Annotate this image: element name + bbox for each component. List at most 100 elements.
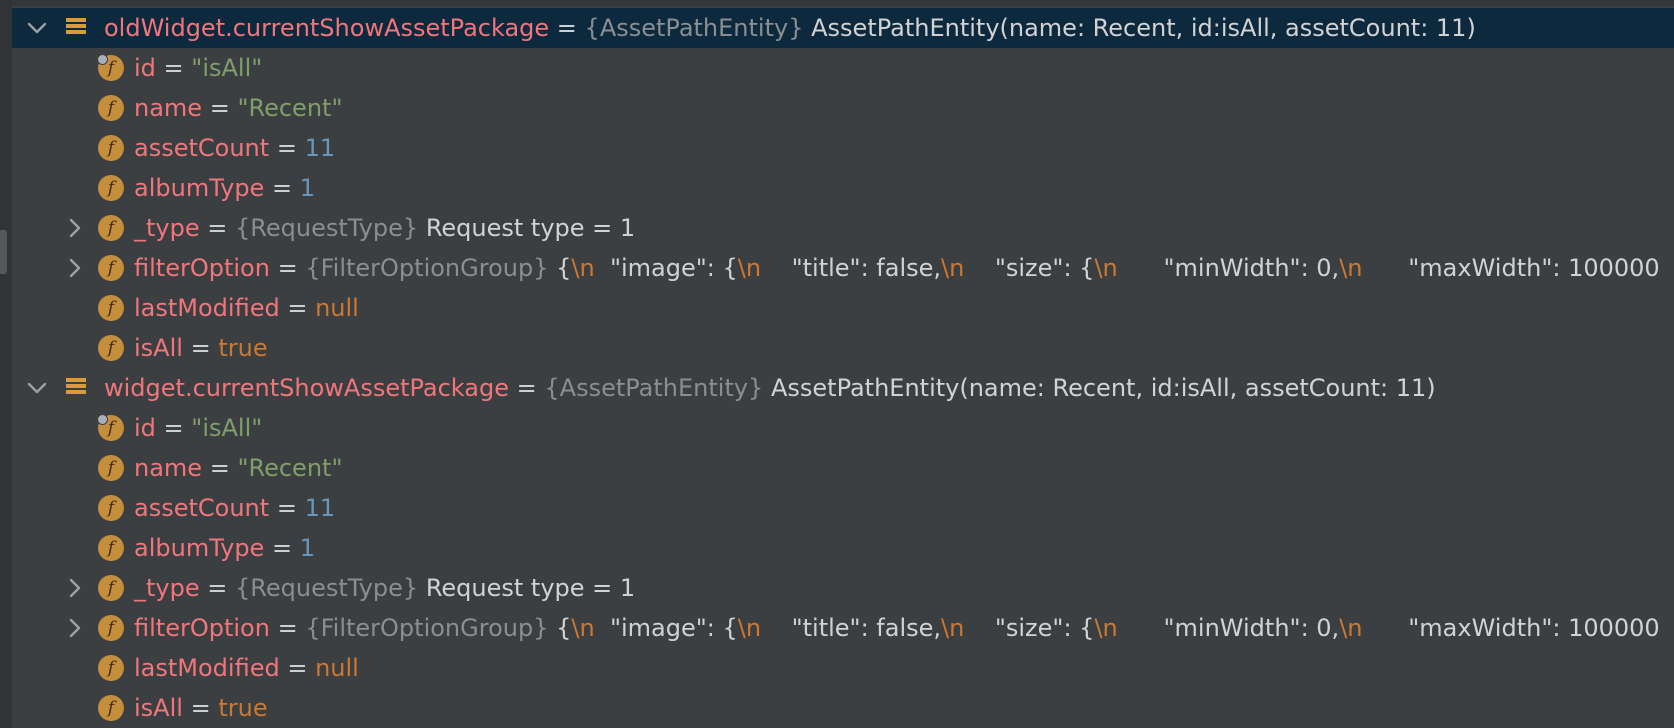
tree-row-is-all[interactable]: f isAll = true [12, 328, 1674, 368]
equals-sign: = [277, 254, 298, 282]
tree-row-asset-count[interactable]: f assetCount = 11 [12, 128, 1674, 168]
equals-sign: = [271, 174, 293, 202]
equals-sign: = [276, 494, 297, 522]
variable-name: widget.currentShowAssetPackage [104, 374, 509, 402]
field-type: {FilterOptionGroup} [305, 254, 549, 282]
field-name: isAll [134, 334, 183, 362]
json-title-entry: "title": false, [761, 614, 942, 642]
equals-sign: = [209, 94, 230, 122]
chevron-right-icon[interactable] [64, 608, 86, 648]
newline-escape: \n [571, 614, 595, 642]
chevron-down-icon[interactable] [26, 8, 48, 48]
field-f-icon: f [98, 135, 124, 161]
field-f-icon: f [98, 255, 124, 281]
json-brace: { [556, 614, 572, 642]
left-gutter [0, 0, 12, 728]
json-image-key: "image": { [594, 254, 738, 282]
equals-sign: = [277, 614, 298, 642]
tree-row-name[interactable]: f name = "Recent" [12, 448, 1674, 488]
tree-row-last-modified[interactable]: f lastModified = null [12, 288, 1674, 328]
newline-escape: \n [1339, 614, 1363, 642]
json-max-width-entry: "maxWidth": 100000 [1362, 254, 1660, 282]
json-max-width-entry: "maxWidth": 100000 [1362, 614, 1660, 642]
equals-sign: = [163, 414, 184, 442]
field-value: "isAll" [191, 414, 263, 442]
field-name: lastModified [134, 654, 280, 682]
json-min-width-entry: "minWidth": 0, [1117, 614, 1340, 642]
variable-type: {AssetPathEntity} [584, 14, 804, 42]
field-name: id [134, 54, 156, 82]
field-value: Request type = 1 [425, 574, 636, 602]
variable-name: oldWidget.currentShowAssetPackage [104, 14, 550, 42]
field-f-icon: f [98, 455, 124, 481]
equals-sign: = [556, 14, 577, 42]
variables-tree: oldWidget.currentShowAssetPackage = {Ass… [12, 8, 1674, 728]
chevron-down-icon[interactable] [26, 368, 48, 408]
chevron-right-icon[interactable] [64, 568, 86, 608]
field-f-icon: f [97, 54, 124, 81]
gutter-resize-handle[interactable] [0, 230, 7, 274]
tree-row-widget-current-show-asset-package[interactable]: widget.currentShowAssetPackage = {AssetP… [12, 368, 1674, 408]
newline-escape: \n [737, 614, 762, 642]
tree-row-old-widget-current-show-asset-package[interactable]: oldWidget.currentShowAssetPackage = {Ass… [12, 8, 1674, 48]
tree-row-name[interactable]: f name = "Recent" [12, 88, 1674, 128]
field-value: true [218, 334, 268, 362]
field-value: null [315, 654, 359, 682]
field-f-icon: f [98, 335, 124, 361]
field-name: albumType [134, 534, 265, 562]
tree-row-filter-option[interactable]: f filterOption = {FilterOptionGroup} {\n… [12, 248, 1674, 288]
newline-escape: \n [1094, 614, 1118, 642]
field-f-icon: f [98, 295, 124, 321]
field-value: 1 [299, 534, 315, 562]
field-value: 11 [304, 494, 336, 522]
json-size-key: "size": { [964, 614, 1095, 642]
field-f-icon: f [98, 655, 124, 681]
field-name: assetCount [134, 134, 270, 162]
tree-row-filter-option[interactable]: f filterOption = {FilterOptionGroup} {\n… [12, 608, 1674, 648]
field-value: Request type = 1 [425, 214, 636, 242]
json-title-entry: "title": false, [761, 254, 942, 282]
tree-row-album-type[interactable]: f albumType = 1 [12, 168, 1674, 208]
equals-sign: = [287, 294, 308, 322]
field-f-icon: f [98, 215, 124, 241]
field-value: "Recent" [237, 454, 343, 482]
field-f-icon: f [98, 535, 124, 561]
tree-row-last-modified[interactable]: f lastModified = null [12, 648, 1674, 688]
field-name: _type [134, 574, 200, 602]
field-name: lastModified [134, 294, 280, 322]
json-image-key: "image": { [594, 614, 738, 642]
field-name: _type [134, 214, 200, 242]
field-name: filterOption [134, 614, 270, 642]
field-name: assetCount [134, 494, 270, 522]
field-value: null [315, 294, 359, 322]
field-f-icon: f [98, 175, 124, 201]
field-f-icon: f [98, 695, 124, 721]
equals-sign: = [190, 334, 211, 362]
tree-row-type[interactable]: f _type = {RequestType} Request type = 1 [12, 568, 1674, 608]
field-f-icon: f [98, 615, 124, 641]
tree-row-id[interactable]: f id = "isAll" [12, 408, 1674, 448]
tree-row-id[interactable]: f id = "isAll" [12, 48, 1674, 88]
newline-escape: \n [941, 614, 965, 642]
field-name: filterOption [134, 254, 270, 282]
field-f-icon: f [98, 575, 124, 601]
list-icon [66, 378, 86, 398]
json-size-key: "size": { [964, 254, 1095, 282]
chevron-right-icon[interactable] [64, 208, 86, 248]
newline-escape: \n [571, 254, 595, 282]
top-strip [12, 0, 1674, 6]
field-name: id [134, 414, 156, 442]
field-name: name [134, 454, 203, 482]
field-type: {RequestType} [235, 574, 419, 602]
lock-icon [97, 414, 108, 425]
tree-row-asset-count[interactable]: f assetCount = 11 [12, 488, 1674, 528]
tree-row-is-all[interactable]: f isAll = true [12, 688, 1674, 728]
field-name: name [134, 94, 203, 122]
field-type: {FilterOptionGroup} [305, 614, 549, 642]
variable-value: AssetPathEntity(name: Recent, id:isAll, … [770, 374, 1436, 402]
equals-sign: = [207, 574, 228, 602]
equals-sign: = [207, 214, 228, 242]
tree-row-album-type[interactable]: f albumType = 1 [12, 528, 1674, 568]
chevron-right-icon[interactable] [64, 248, 86, 288]
tree-row-type[interactable]: f _type = {RequestType} Request type = 1 [12, 208, 1674, 248]
